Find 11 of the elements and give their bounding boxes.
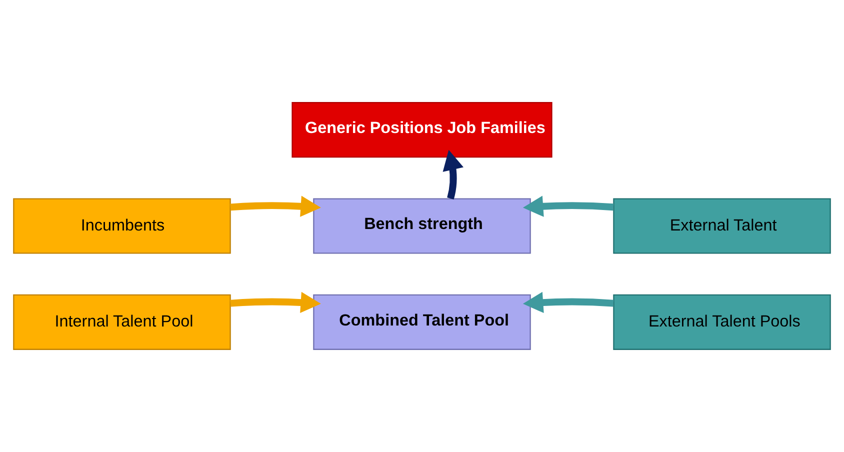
node-box: Combined Talent Pool — [313, 294, 531, 350]
node-box: Generic Positions Job Families — [292, 102, 552, 158]
node-box: Internal Talent Pool — [13, 294, 231, 350]
node-box: External Talent — [613, 198, 831, 254]
node-box: Incumbents — [13, 198, 231, 254]
node-box: Bench strength — [313, 198, 531, 254]
node-box: External Talent Pools — [613, 294, 831, 350]
arrow — [230, 196, 321, 217]
arrow — [230, 292, 321, 314]
arrow — [522, 196, 614, 217]
arrow — [522, 292, 614, 314]
